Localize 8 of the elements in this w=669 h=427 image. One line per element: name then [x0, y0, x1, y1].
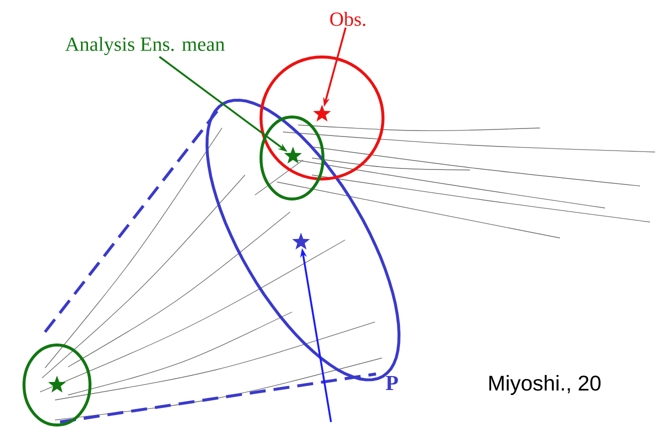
- star-marker: [48, 376, 66, 393]
- citation-text: Miyoshi., 20: [489, 375, 601, 395]
- heading-label: Obs.: [330, 12, 366, 26]
- ellipse-label: P: [386, 376, 398, 390]
- star-marker: [292, 232, 310, 250]
- heading-label: Analysis Ens. mean: [65, 36, 225, 56]
- star-marker: [313, 104, 331, 122]
- star-marker: [284, 146, 302, 164]
